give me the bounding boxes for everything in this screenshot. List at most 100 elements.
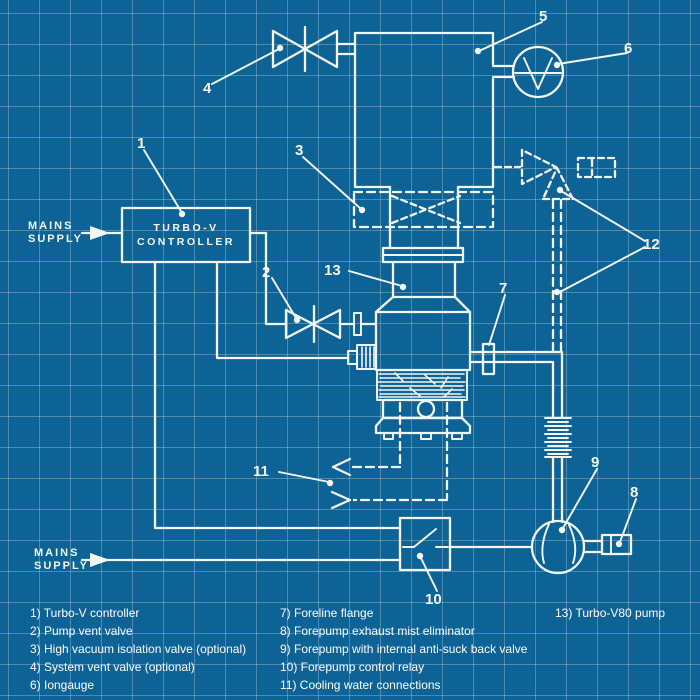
valve3-dashed-box — [352, 190, 495, 229]
leader-12b — [557, 246, 646, 294]
cooling-out-arrow — [331, 457, 352, 477]
controller-label-line1: TURBO-V — [153, 222, 219, 234]
turbo-pump — [347, 246, 472, 440]
forepump — [530, 519, 604, 575]
callout-5: 5 — [539, 8, 547, 25]
leader-2-dot — [293, 316, 301, 324]
leader-12a-dot — [556, 186, 564, 194]
leader-13-dot — [399, 283, 407, 291]
leader-11 — [278, 471, 330, 483]
controller — [120, 206, 402, 530]
iongauge — [511, 45, 565, 99]
wire-controller-to-pump — [215, 260, 350, 360]
leader-6 — [557, 52, 628, 65]
bellows-tube — [551, 455, 564, 524]
leader-9 — [562, 468, 598, 529]
vent-valve-12 — [493, 148, 617, 354]
mains-top-arrowhead — [90, 226, 110, 240]
valve3-cross — [390, 194, 462, 225]
valve4-left-triangle — [271, 29, 307, 69]
callout-12: 12 — [643, 236, 660, 253]
forepump-body — [530, 519, 586, 575]
bellows — [544, 417, 572, 524]
callout-10: 10 — [425, 591, 442, 608]
valve12-left-triangle — [520, 148, 558, 186]
valve4-chamber-pipe — [335, 42, 357, 56]
leader-6-dot — [553, 61, 561, 69]
legend-item-4: 4) System vent valve (optional) — [30, 660, 195, 674]
bellows-corrugations — [544, 417, 572, 458]
mains-top-line1: MAINS — [28, 220, 74, 232]
forepump-vane-right — [568, 524, 577, 564]
pump-motor-hatching — [377, 372, 466, 398]
leader-10 — [420, 557, 438, 592]
pump-vent-valve — [284, 304, 378, 344]
pump-foot-mid — [420, 432, 432, 440]
valve12-bottom-triangle — [541, 166, 575, 201]
forepump-exhaust-pipe — [582, 539, 604, 554]
mist-eliminator-box — [600, 533, 633, 556]
callout-7: 7 — [499, 280, 507, 297]
leader-8 — [619, 498, 637, 543]
leader-12a — [560, 190, 646, 242]
legend-item-8: 8) Forepump exhaust mist eliminator — [280, 624, 475, 638]
legend-item-9: 9) Forepump with internal anti-suck back… — [280, 642, 528, 656]
cooling-in-line — [352, 401, 449, 502]
pump-cable-plug — [347, 350, 358, 365]
vacuum-chamber — [353, 31, 516, 189]
controller-label-line2: CONTROLLER — [137, 236, 235, 248]
pump-shoulder — [374, 295, 472, 314]
controller-box — [120, 206, 252, 264]
cooling-in-arrow — [330, 490, 352, 510]
foreline-flange — [481, 342, 496, 376]
pump-foot-right — [451, 432, 463, 440]
callout-6: 6 — [624, 40, 632, 57]
chamber-outline — [353, 31, 495, 189]
legend-item-6: 6) Iongauge — [30, 678, 95, 692]
leader-9-dot — [558, 526, 566, 534]
mist-eliminator — [600, 533, 633, 556]
pump-connector-ribs — [361, 346, 375, 368]
valve2-flange — [353, 312, 362, 336]
pump-port-circle — [416, 399, 436, 419]
callout-2: 2 — [262, 264, 270, 281]
leader-2 — [271, 277, 297, 319]
valve4-right-triangle — [303, 29, 339, 69]
pump-body — [374, 310, 472, 372]
callout-4: 4 — [203, 80, 212, 97]
leader-12b-dot — [553, 288, 561, 296]
pump-base — [374, 416, 472, 435]
vent-line-down — [551, 198, 563, 354]
valve2-right-triangle — [311, 308, 342, 340]
valve2-left-triangle — [284, 308, 315, 340]
callout-numbers: 1 2 3 4 5 6 7 8 9 10 11 12 13 — [137, 8, 660, 608]
valve12-actuator-box — [576, 156, 617, 179]
callout-3: 3 — [295, 142, 303, 159]
leader-10-dot — [416, 552, 424, 560]
legend-item-11: 11) Cooling water connections — [280, 678, 441, 692]
legend-item-10: 10) Forepump control relay — [280, 660, 425, 674]
callout-8: 8 — [630, 484, 638, 501]
leader-5-dot — [474, 47, 482, 55]
leader-lines — [143, 21, 646, 592]
leader-13 — [348, 270, 403, 287]
foreline-pipe — [468, 350, 564, 419]
wire-controller-to-vent-valve — [248, 231, 288, 326]
isolation-valve — [352, 185, 495, 250]
gauge-port-tube — [491, 64, 516, 79]
system-vent-valve — [271, 25, 357, 73]
relay-box — [398, 516, 452, 572]
legend-item-13: 13) Turbo-V80 pump — [555, 606, 666, 620]
relay — [398, 516, 534, 572]
mains-bottom-arrowhead — [90, 553, 110, 567]
mains-bottom-line1: MAINS — [34, 547, 80, 559]
leader-8-dot — [615, 540, 623, 548]
leader-4-dot — [276, 44, 284, 52]
relay-switch-symbol — [402, 528, 449, 548]
callout-1: 1 — [137, 135, 145, 152]
callout-11: 11 — [253, 463, 269, 480]
controller-label: TURBO-V CONTROLLER — [122, 208, 250, 262]
